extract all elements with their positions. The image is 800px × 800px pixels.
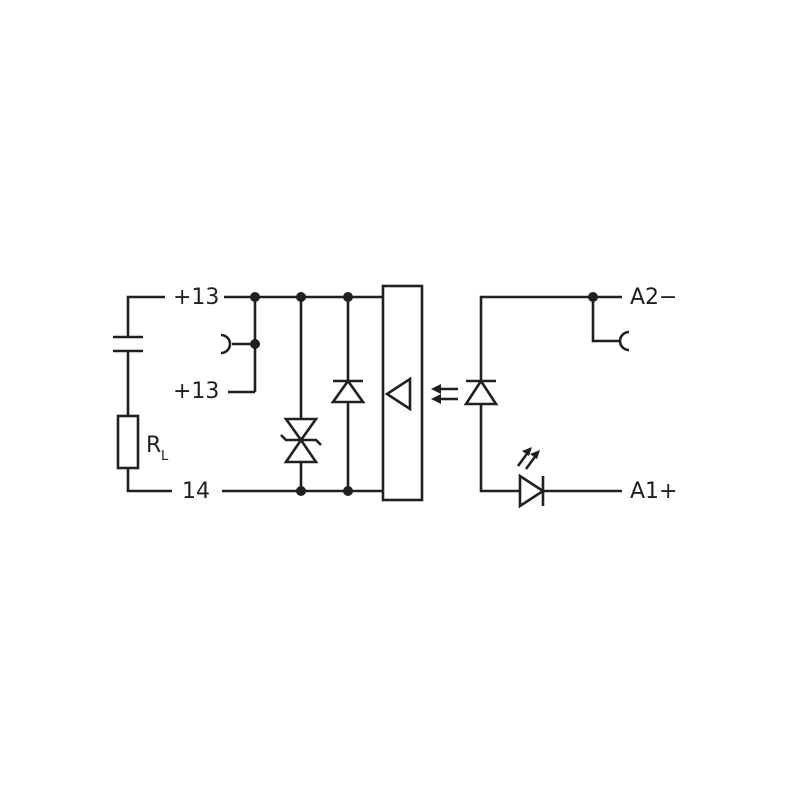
switch-box (381, 284, 424, 502)
plug-socket-icon (220, 333, 232, 355)
junction-dot (250, 339, 260, 349)
terminal-14: 14 (182, 479, 210, 504)
a1-rail (479, 404, 520, 493)
amplifier-icon (384, 376, 412, 412)
socket-lead-right (591, 297, 620, 343)
junction-dot (250, 292, 260, 302)
output-side (220, 292, 383, 496)
photodiode-icon (463, 378, 499, 406)
junction-dot (343, 486, 353, 496)
bidirectional-tvs-diode-icon (280, 417, 322, 464)
led-icon (516, 447, 546, 509)
terminal-a1: A1+ (630, 479, 677, 504)
resistor-label: R (146, 433, 161, 458)
junction-dot (343, 292, 353, 302)
wire-bottom-left (126, 468, 172, 493)
terminal-plus13-top: +13 (173, 285, 219, 310)
input-side (463, 292, 630, 509)
terminal-plus13-bottom: +13 (173, 379, 219, 404)
amplifier-block (381, 284, 424, 502)
junction-dot (296, 292, 306, 302)
junction-dot (588, 292, 598, 302)
resistor-icon (116, 414, 140, 470)
photodiode-top-lead (479, 295, 622, 381)
optocoupler-arrows-icon (431, 384, 458, 404)
junction-dot (296, 486, 306, 496)
wire-top-left (126, 295, 165, 337)
battery-icon (113, 335, 143, 353)
resistor-subscript: L (161, 449, 169, 464)
load-circuit: R L (113, 295, 172, 493)
diode-icon (330, 378, 366, 404)
plug-socket-icon (618, 330, 630, 352)
terminal-a2: A2− (630, 285, 677, 310)
